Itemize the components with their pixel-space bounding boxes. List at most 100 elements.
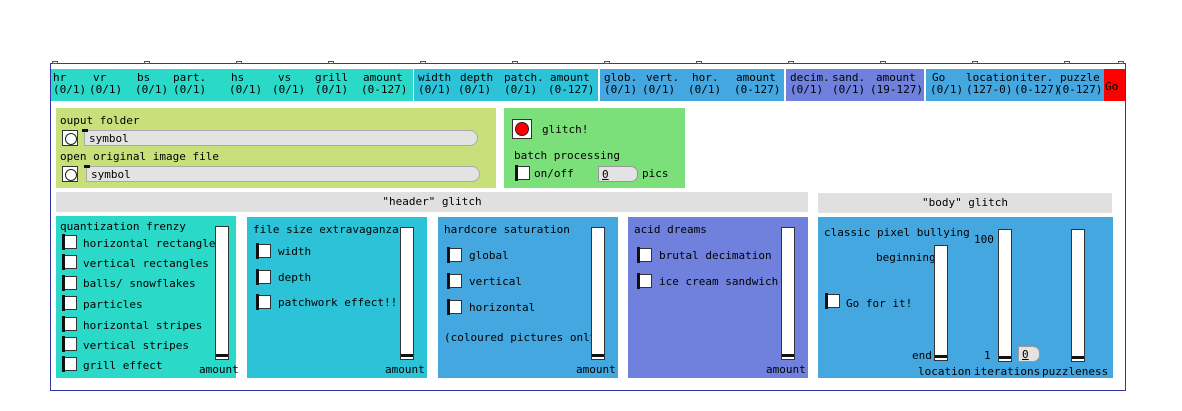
param-range: (0/1) bbox=[930, 83, 964, 96]
glitch-bang[interactable] bbox=[512, 119, 532, 139]
inlet bbox=[1064, 61, 1070, 64]
iterations-number-box[interactable]: 0 bbox=[1018, 346, 1040, 362]
inlet bbox=[144, 61, 150, 64]
bs-toggle[interactable] bbox=[62, 275, 77, 291]
param-name: Go bbox=[932, 71, 946, 84]
param-range: (0/1) bbox=[272, 83, 306, 96]
amount-label: amount bbox=[199, 363, 239, 376]
option-label: balls/ snowflakes bbox=[83, 277, 196, 290]
vs-toggle[interactable] bbox=[62, 336, 77, 352]
glitch-panel: glitch! batch processing on/off 0 pics bbox=[504, 108, 685, 188]
param-name: depth bbox=[460, 71, 494, 84]
location-slider[interactable] bbox=[934, 245, 948, 361]
symbol-text: symbol bbox=[91, 168, 131, 181]
param-hs: hs(0/1) bbox=[229, 72, 262, 96]
param-name: amount bbox=[363, 71, 403, 84]
param-amount: amount(0-127) bbox=[548, 72, 594, 96]
option-label: vertical rectangles bbox=[83, 257, 209, 270]
pixel-title: classic pixel bullying bbox=[824, 226, 970, 239]
output-folder-label: ouput folder bbox=[60, 114, 140, 127]
param-name: hr bbox=[53, 71, 67, 84]
onoff-label: on/off bbox=[534, 167, 574, 180]
grill-toggle[interactable] bbox=[62, 356, 77, 372]
slider-knob bbox=[1072, 356, 1084, 359]
go-label: Go for it! bbox=[846, 297, 913, 310]
param-name: decim. bbox=[790, 71, 830, 84]
option-label: horizontal bbox=[469, 301, 536, 314]
param-range: (127-0) bbox=[966, 83, 1013, 96]
param-range: (0/1) bbox=[504, 83, 538, 96]
option-label: brutal decimation bbox=[659, 249, 772, 262]
batch-processing-label: batch processing bbox=[514, 149, 620, 162]
param-range: (0-127) bbox=[361, 83, 408, 96]
slider-knob bbox=[999, 356, 1011, 359]
param-range: (0/1) bbox=[135, 83, 169, 96]
param-range: (0/1) bbox=[832, 83, 866, 96]
param-glob: glob.(0/1) bbox=[604, 72, 637, 96]
pics-label: pics bbox=[642, 167, 669, 180]
param-width: width(0/1) bbox=[418, 72, 451, 96]
param-bs: bs(0/1) bbox=[135, 72, 168, 96]
iterations-slider[interactable] bbox=[998, 229, 1012, 362]
amount-slider[interactable] bbox=[215, 226, 229, 360]
param-name: part. bbox=[173, 71, 207, 84]
param-name: puzzle bbox=[1060, 71, 1100, 84]
param-range: (0-127) bbox=[1014, 83, 1061, 96]
amount-label: amount bbox=[385, 363, 425, 376]
param-name: width bbox=[418, 71, 452, 84]
puzzleness-slider[interactable] bbox=[1071, 229, 1085, 362]
param-name: location bbox=[966, 71, 1019, 84]
output-folder-symbol[interactable]: symbol bbox=[82, 129, 478, 146]
param-sand: sand.(0/1) bbox=[832, 72, 865, 96]
param-range: (0/1) bbox=[642, 83, 676, 96]
vertical-toggle[interactable] bbox=[447, 273, 462, 289]
option-label: horizontal stripes bbox=[83, 319, 203, 332]
amount-slider[interactable] bbox=[591, 227, 605, 360]
depth-toggle[interactable] bbox=[256, 269, 271, 285]
quantization-title: quantization frenzy bbox=[60, 220, 186, 233]
param-go: Go(0/1) bbox=[930, 72, 963, 96]
param-name: vert. bbox=[646, 71, 680, 84]
param-vert: vert.(0/1) bbox=[642, 72, 679, 96]
header-params-quantization: hr(0/1) vr(0/1) bs(0/1) part.(0/1) hs(0/… bbox=[51, 69, 413, 101]
amount-slider[interactable] bbox=[400, 227, 414, 360]
decimation-toggle[interactable] bbox=[637, 247, 652, 263]
param-vs: vs(0/1) bbox=[272, 72, 305, 96]
output-folder-bang[interactable] bbox=[62, 130, 78, 146]
param-name: amount bbox=[550, 71, 590, 84]
acid-panel: acid dreams brutal decimation ice cream … bbox=[628, 217, 808, 378]
patch-toggle[interactable] bbox=[256, 294, 271, 310]
inlet bbox=[696, 61, 702, 64]
param-range: (0/1) bbox=[53, 83, 87, 96]
header-glitch-bar: "header" glitch bbox=[56, 192, 808, 212]
amount-slider[interactable] bbox=[781, 227, 795, 360]
open-image-symbol[interactable]: symbol bbox=[84, 165, 480, 182]
hr-toggle[interactable] bbox=[62, 234, 77, 250]
hs-toggle[interactable] bbox=[62, 316, 77, 332]
param-puzzle: puzzle(0-127) bbox=[1056, 72, 1102, 96]
body-glitch-bar: "body" glitch bbox=[818, 193, 1112, 213]
param-name: iter. bbox=[1020, 71, 1054, 84]
option-label: global bbox=[469, 249, 509, 262]
part-toggle[interactable] bbox=[62, 295, 77, 311]
pics-number-box[interactable]: 0 bbox=[598, 166, 638, 182]
horizontal-toggle[interactable] bbox=[447, 299, 462, 315]
param-amount: amount(0-127) bbox=[734, 72, 780, 96]
inlet bbox=[880, 61, 886, 64]
inlet bbox=[236, 61, 242, 64]
go-red-button[interactable]: Go bbox=[1104, 69, 1125, 101]
option-label: vertical bbox=[469, 275, 522, 288]
header-params-acid: decim.(0/1) sand.(0/1) amount(19-127) bbox=[786, 69, 924, 101]
batch-toggle[interactable] bbox=[515, 165, 530, 181]
inlet bbox=[328, 61, 334, 64]
vr-toggle[interactable] bbox=[62, 254, 77, 270]
pics-value: 0 bbox=[602, 168, 609, 181]
sandwich-toggle[interactable] bbox=[637, 273, 652, 289]
param-patch: patch.(0/1) bbox=[504, 72, 544, 96]
global-toggle[interactable] bbox=[447, 247, 462, 263]
go-toggle[interactable] bbox=[825, 293, 840, 309]
param-name: amount bbox=[876, 71, 916, 84]
width-toggle[interactable] bbox=[256, 243, 271, 259]
open-image-bang[interactable] bbox=[62, 166, 78, 182]
param-range: (0/1) bbox=[604, 83, 638, 96]
